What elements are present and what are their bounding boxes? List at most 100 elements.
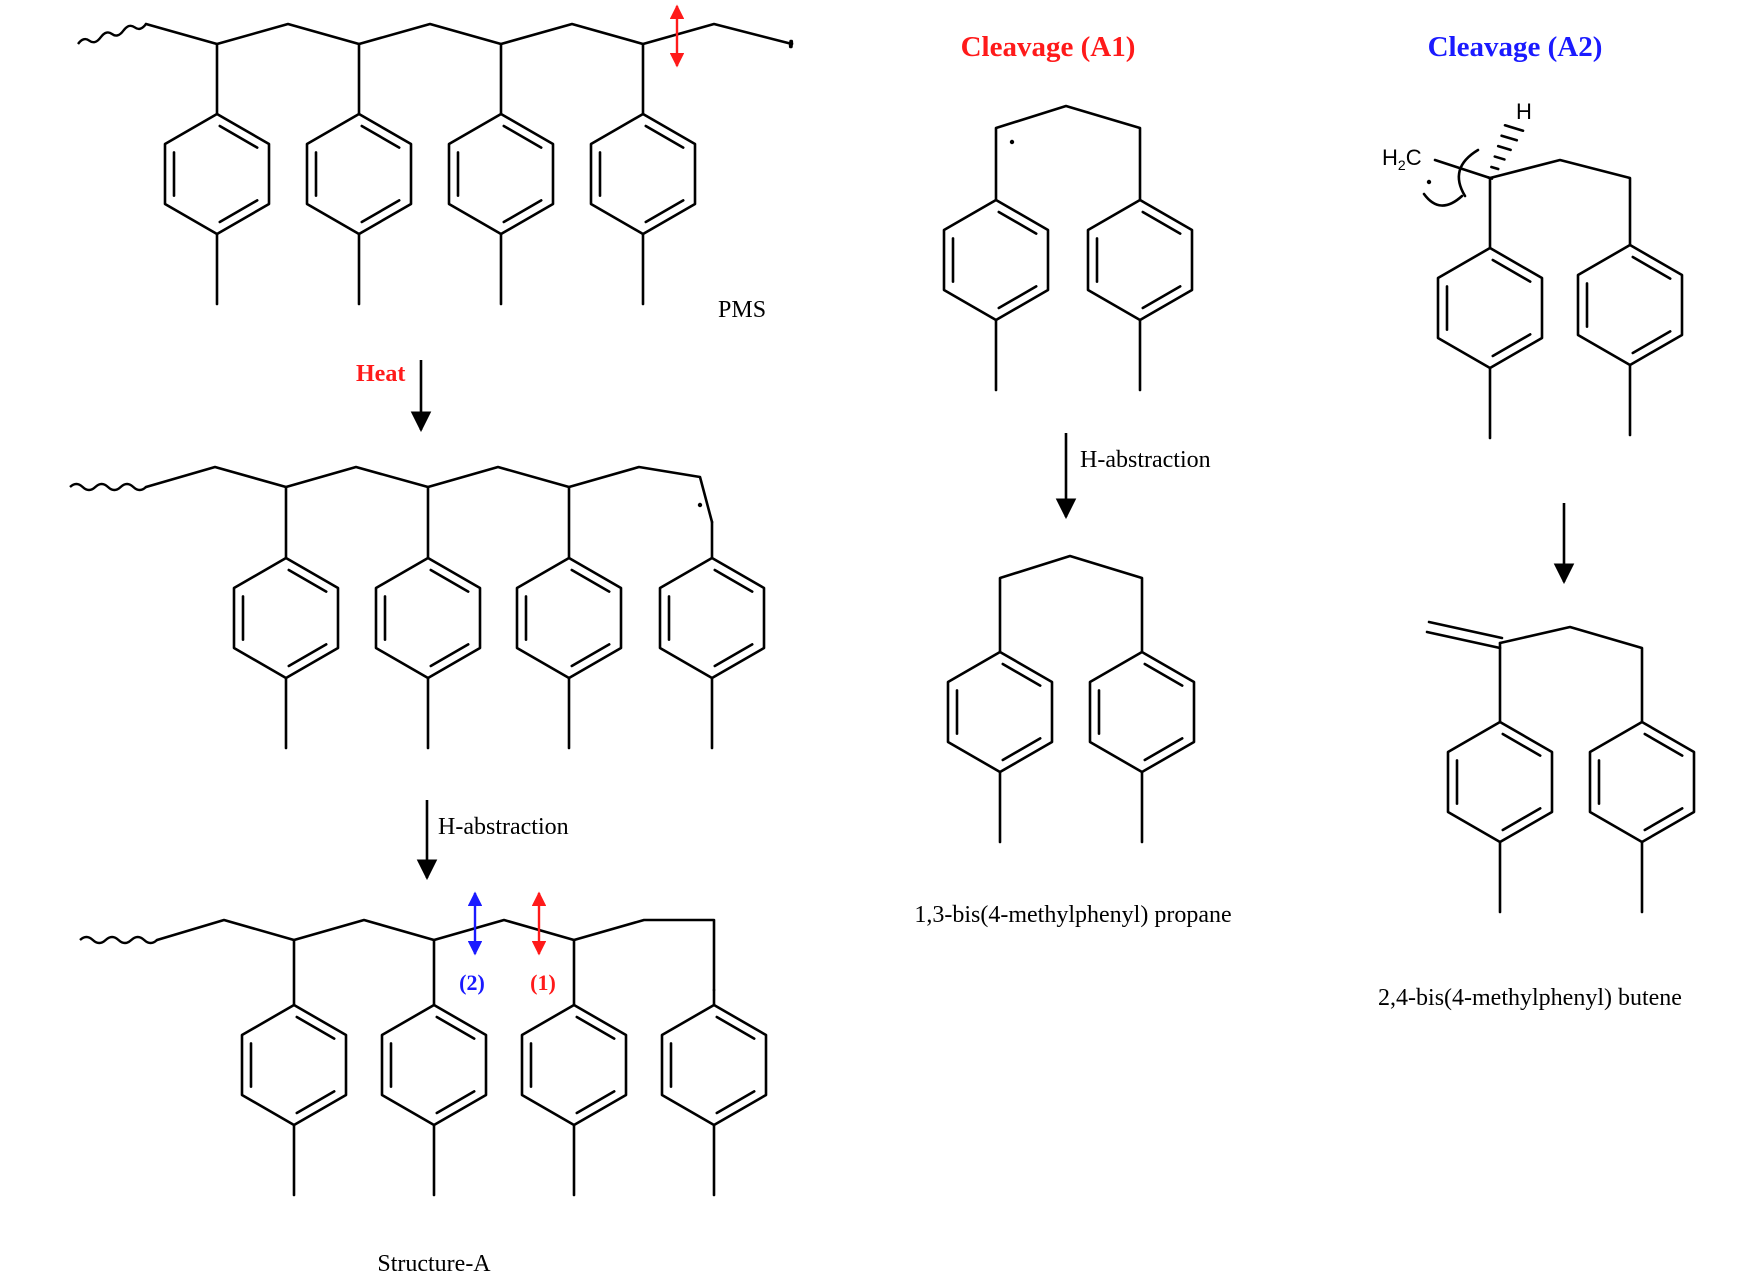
radical-dot-chain [697,502,703,508]
atom-label-h2c: H2C [1382,145,1422,173]
header-cleavage-a2: Cleavage (A2) [1428,31,1603,63]
structure-a-ring-4-double-bond-1 [715,1015,756,1040]
structure-a-wavy-left [79,935,158,945]
a1-radical-ring-1-double-bond-1 [997,210,1038,235]
structure-a-backbone [155,918,716,992]
a2-product-chain [1498,625,1644,724]
atom-label-h: H [1516,99,1532,124]
a2-product-ring-1-double-bond-2 [1501,807,1542,832]
chain-2-ring-4-double-bond-1 [713,568,754,593]
structure-a-ring-1 [240,1003,348,1127]
a1-radical-ring-2-double-bond-2 [1141,285,1182,310]
a2-hashed-wedge-1 [1486,176,1494,180]
a2-hashed-wedge-6 [1503,124,1525,132]
a2-hashed-wedge-4 [1496,144,1512,152]
label-product-a2: 2,4-bis(4-methylphenyl) butene [1378,985,1682,1011]
label-site-1: (1) [530,970,556,995]
a1-radical-ring-1 [942,198,1050,322]
a1-product-ring-2 [1088,650,1196,774]
a1-product-ring-1 [946,650,1054,774]
a1-product-ring-2-double-bond-1 [1143,662,1184,687]
a2-hashed-wedge-3 [1493,155,1506,161]
pms-ring-3-double-bond-2 [502,199,543,224]
label-heat: Heat [356,361,405,387]
pms-ring-4 [589,112,697,236]
chain-2-ring-1-double-bond-1 [287,568,328,593]
label-product-a1: 1,3-bis(4-methylphenyl) propane [914,902,1231,928]
pms-ring-1-double-bond-2 [218,199,259,224]
pms-ring-2-double-bond-1 [360,124,401,149]
pms-ring-3-double-bond-1 [502,124,543,149]
a2-radical-ring-1 [1436,246,1544,370]
chain-2-wavy-left [69,482,147,492]
pms-wavy-left [77,23,147,45]
a2-product-ring-1 [1446,720,1554,844]
a2-radical-ring-2-double-bond-2 [1631,330,1672,355]
chain-2-ring-3 [515,556,623,680]
structure-a-ring-2-double-bond-2 [435,1090,476,1115]
a2-radical-chain [1488,158,1632,247]
pms-ring-2 [305,112,413,236]
a2-product-methylene-bond-2 [1427,620,1504,640]
header-cleavage-a1: Cleavage (A1) [961,31,1136,63]
pms-ring-4-double-bond-2 [644,199,685,224]
structure-a-ring-3 [520,1003,628,1127]
a1-product-ring-2-double-bond-2 [1143,737,1184,762]
label-h-abstraction-mid: H-abstraction [1080,447,1211,473]
structure-a-ring-1-double-bond-1 [295,1015,336,1040]
a1-product-ring-1-double-bond-1 [1001,662,1042,687]
a2-radical-ring-2 [1576,243,1684,367]
a1-radical-chain [994,104,1142,202]
electron-push-arrow-lower [1422,192,1464,207]
chain-2-backbone [144,465,714,524]
pms-ring-2-double-bond-2 [360,199,401,224]
pms-backbone [144,22,794,46]
structure-a-ring-1-double-bond-2 [295,1090,336,1115]
a2-radical-ring-1-double-bond-1 [1491,258,1532,283]
structure-a-ring-2 [380,1003,488,1127]
electron-push-arrow-upper [1457,148,1480,198]
a2-hashed-wedge-2 [1490,165,1500,171]
chain-2-ring-3-double-bond-1 [570,568,611,593]
chain-2-ring-1 [232,556,340,680]
pms-wavy-right [788,39,794,49]
molecules-layer [69,22,1696,1197]
radical-dot-a1 [1009,139,1015,145]
chain-2-ring-2-double-bond-1 [429,568,470,593]
a2-radical-ring-2-double-bond-1 [1631,255,1672,280]
label-pms: PMS [718,297,766,323]
structure-a-ring-3-double-bond-1 [575,1015,616,1040]
chain-2-ring-3-double-bond-2 [570,643,611,668]
a1-radical-ring-2 [1086,198,1194,322]
pms-ring-4-double-bond-1 [644,124,685,149]
structure-a-ring-4 [660,1003,768,1127]
a1-product-ring-1-double-bond-2 [1001,737,1042,762]
pms-ring-1-double-bond-1 [218,124,259,149]
label-structure-a: Structure-A [377,1251,491,1277]
chain-2-ring-4-double-bond-2 [713,643,754,668]
a2-product-ring-2-double-bond-2 [1643,807,1684,832]
a2-radical-ring-1-double-bond-2 [1491,333,1532,358]
structure-a-ring-4-double-bond-2 [715,1090,756,1115]
a1-radical-ring-1-double-bond-2 [997,285,1038,310]
a1-product-chain [998,554,1144,654]
chain-2-ring-2 [374,556,482,680]
pms-ring-1 [163,112,271,236]
chain-2-ring-1-double-bond-2 [287,643,328,668]
a2-product-methylene-bond-1 [1425,630,1502,650]
a2-product-ring-2-double-bond-1 [1643,732,1684,757]
structure-a-ring-2-double-bond-1 [435,1015,476,1040]
radical-dot-a2 [1426,179,1432,185]
chain-2-ring-4 [658,556,766,680]
label-site-2: (2) [459,970,485,995]
a2-radical-ch2-bond [1433,158,1492,180]
a2-product-ring-2 [1588,720,1696,844]
pms-ring-3 [447,112,555,236]
chain-2-ring-2-double-bond-2 [429,643,470,668]
a2-hashed-wedge-5 [1500,134,1519,142]
a2-product-ring-1-double-bond-1 [1501,732,1542,757]
label-h-abstraction-left: H-abstraction [438,814,569,840]
structure-a-ring-3-double-bond-2 [575,1090,616,1115]
